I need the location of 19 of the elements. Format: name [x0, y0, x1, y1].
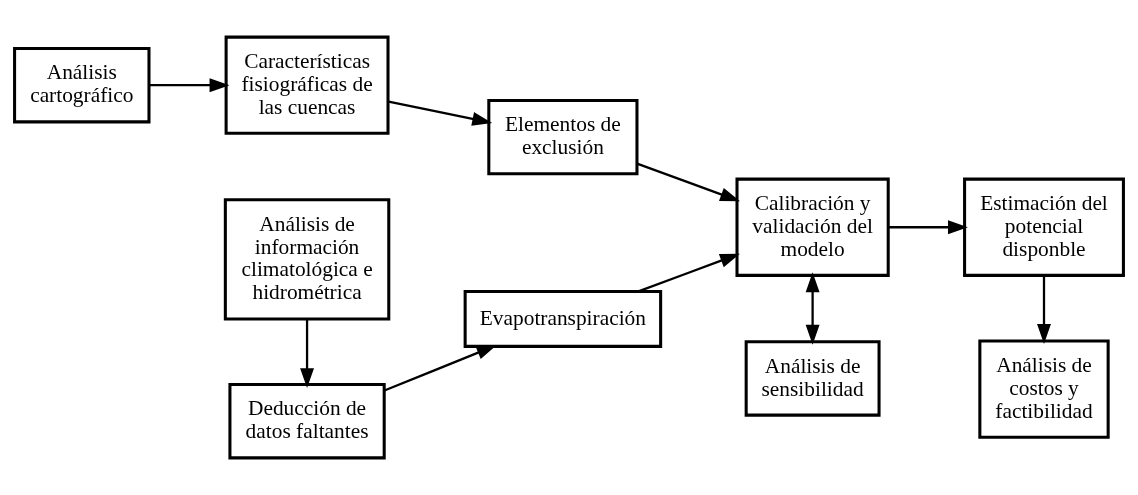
arrow	[1037, 275, 1051, 344]
arrow	[638, 253, 740, 293]
node-box: Análisis de costos y factibilidad	[978, 339, 1110, 439]
node-box: Calibración y validación del modelo	[735, 177, 890, 277]
arrow	[388, 100, 493, 126]
arrow	[888, 220, 968, 235]
node-box: Análisis de sensibilidad	[744, 340, 881, 417]
node-box: Características fisiográficas de las cuencas	[224, 35, 390, 135]
node-box: Estimación del potencial disponble	[963, 177, 1125, 277]
arrow	[384, 345, 497, 392]
node-box: Elementos de exclusión	[487, 98, 639, 176]
node-box: Análisis cartográfico	[13, 47, 151, 124]
arrow	[300, 319, 315, 388]
node-box: Deducción de datos faltantes	[228, 383, 386, 460]
node-box: Análisis de información climatológica e hidrométrica	[223, 198, 391, 321]
arrow	[636, 162, 741, 202]
arrow	[805, 272, 820, 345]
node-box: Evapotranspiración	[463, 289, 663, 348]
arrow	[149, 78, 230, 93]
